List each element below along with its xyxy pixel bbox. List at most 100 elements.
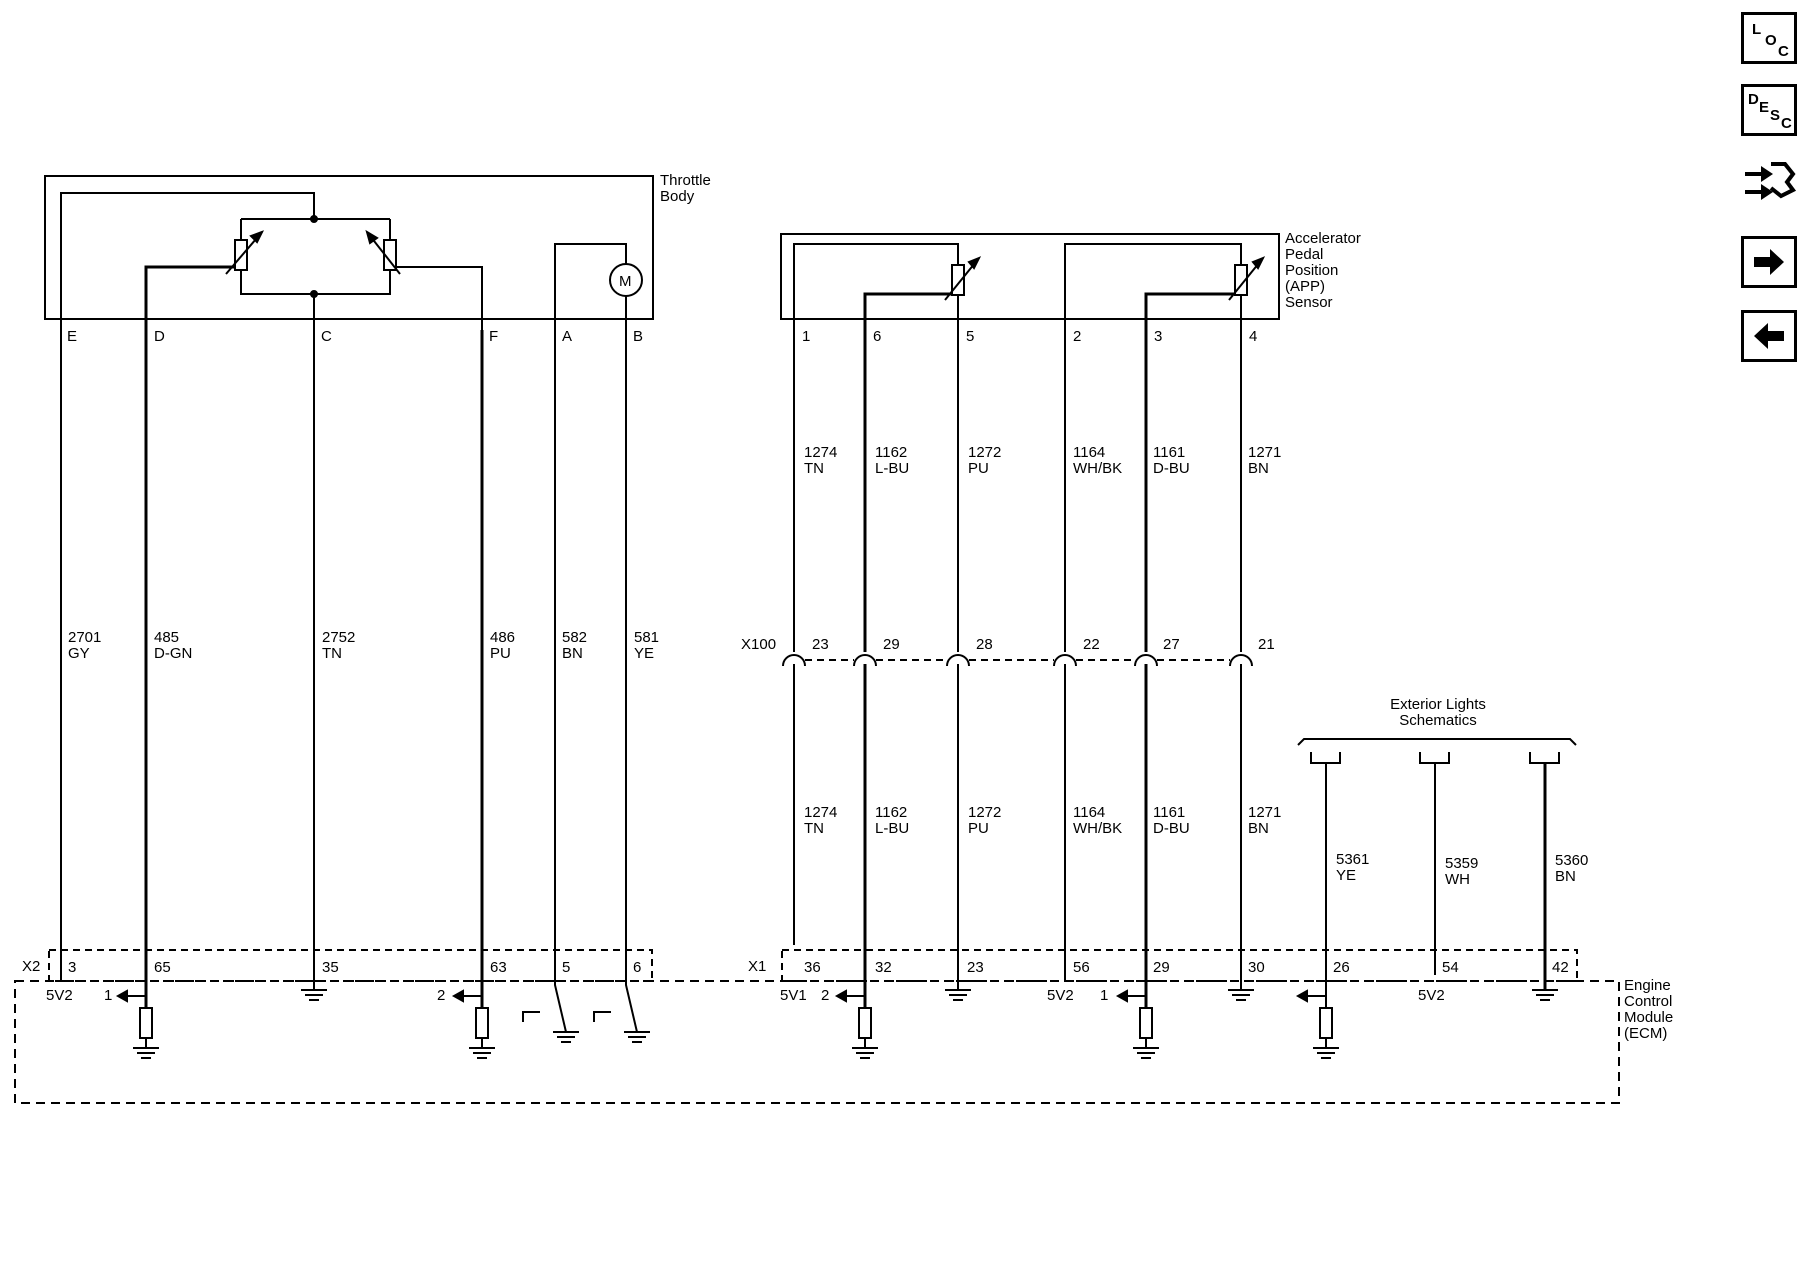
ecm-voltage: 5V2 [1418,987,1445,1004]
app-pin: 4 [1249,328,1257,345]
x1-pin: 54 [1442,959,1459,976]
x100-label: X100 [741,636,776,653]
app-pin: 1 [802,328,810,345]
wire-color: BN [562,645,583,662]
wire-circuit: 1272 [968,444,1001,461]
wire-color: TN [804,460,824,477]
wire-color: GY [68,645,90,662]
x2-pin: 3 [68,959,76,976]
app-pin: 5 [966,328,974,345]
ecm-voltage: 5V2 [1047,987,1074,1004]
x100-pin: 21 [1258,636,1275,653]
x2-label: X2 [22,958,40,975]
wire-circuit: 2752 [322,629,355,646]
app-pin: 6 [873,328,881,345]
connector-end-view-icon [1745,162,1797,200]
x100-pin: 23 [812,636,829,653]
ecm-ref-num: 2 [821,987,829,1004]
x2-pin: 6 [633,959,641,976]
wire-color: PU [490,645,511,662]
wire-color: L-BU [875,820,909,837]
wire-color: PU [968,820,989,837]
ecm-ref-num: 1 [1100,987,1108,1004]
x100-pin: 27 [1163,636,1180,653]
x1-pin: 36 [804,959,821,976]
wire-circuit: 5359 [1445,855,1478,872]
wire-color: YE [1336,867,1356,884]
wire-color: YE [634,645,654,662]
wire-circuit: 1161 [1153,444,1185,461]
desc-letter: C [1781,115,1792,132]
next-page-button[interactable] [1741,236,1797,288]
x1-label: X1 [748,958,766,975]
wire-color: D-BU [1153,460,1190,477]
wire-circuit: 1164 [1073,444,1105,461]
loc-letter: C [1778,43,1789,60]
wire-color: PU [968,460,989,477]
wire-color: BN [1248,820,1269,837]
x1-pin: 56 [1073,959,1090,976]
wire-color: D-BU [1153,820,1190,837]
ecm-label-3: Module [1624,1009,1673,1026]
loc-letter: L [1752,21,1762,38]
x100-pin: 28 [976,636,993,653]
x1-pin: 23 [967,959,984,976]
wire-circuit: 5361 [1336,851,1369,868]
description-button[interactable]: D E S C [1741,84,1797,136]
wire-color: WH/BK [1073,460,1122,477]
wire-color: WH [1445,871,1470,888]
wire-circuit: 1164 [1073,804,1105,821]
app-label-4: (APP) [1285,278,1325,295]
x1-pin: 26 [1333,959,1350,976]
throttle-body-label-2: Body [660,188,695,205]
app-label-2: Pedal [1285,246,1323,263]
x2-pin: 63 [490,959,507,976]
wire-circuit: 1161 [1153,804,1185,821]
ecm-ref-num: 2 [437,987,445,1004]
wire-color: WH/BK [1073,820,1122,837]
wire-circuit: 1272 [968,804,1001,821]
app-pin: 2 [1073,328,1081,345]
x1-pin: 32 [875,959,892,976]
wire-circuit: 5360 [1555,852,1588,869]
x100-pin: 29 [883,636,900,653]
x100-pin: 22 [1083,636,1100,653]
app-label-3: Position [1285,262,1338,279]
connector-end-view-button[interactable] [1741,156,1797,208]
ecm-voltage: 5V2 [46,987,73,1004]
ecm-label-1: Engine [1624,977,1671,994]
arrow-right-icon [1754,249,1784,275]
app-label-1: Accelerator [1285,230,1361,247]
wire-color: BN [1248,460,1269,477]
wire-circuit: 486 [490,629,515,646]
x1-pin: 29 [1153,959,1170,976]
wire-circuit: 485 [154,629,179,646]
arrow-left-icon [1754,323,1784,349]
desc-letter: D [1748,91,1759,108]
wire-color: TN [322,645,342,662]
x1-pin: 42 [1552,959,1569,976]
wire-circuit: 1274 [804,804,837,821]
tb-pin: E [67,328,77,345]
location-button[interactable]: L O C [1741,12,1797,64]
wire-circuit: 1162 [875,804,907,821]
app-label-5: Sensor [1285,294,1333,311]
wire-circuit: 1271 [1248,444,1281,461]
wire-circuit: 1274 [804,444,837,461]
loc-letter: O [1765,32,1777,49]
app-sensor-box [780,233,1280,320]
desc-letter: S [1770,107,1781,124]
wire-circuit: 2701 [68,629,101,646]
wire-color: L-BU [875,460,909,477]
wire-circuit: 1162 [875,444,907,461]
wire-circuit: 1271 [1248,804,1281,821]
ecm-voltage: 5V1 [780,987,807,1004]
throttle-body-label-1: Throttle [660,172,711,189]
motor-symbol: M [619,273,632,290]
previous-page-button[interactable] [1741,310,1797,362]
tb-pin: F [489,328,498,345]
wire-circuit: 581 [634,629,659,646]
tb-pin: B [633,328,643,345]
desc-letter: E [1759,99,1770,116]
